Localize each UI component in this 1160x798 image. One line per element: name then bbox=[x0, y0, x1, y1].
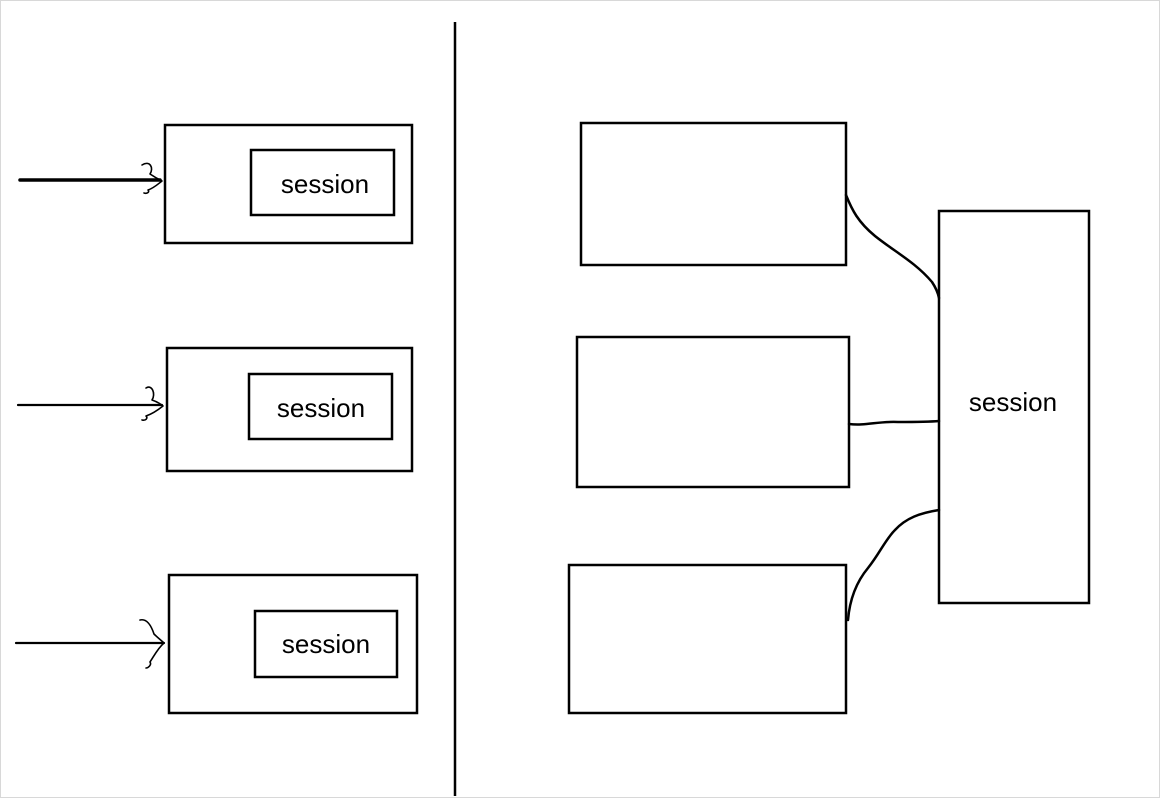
request-arrow-1 bbox=[18, 162, 163, 195]
shared-session-box: session bbox=[937, 209, 1091, 605]
session-box-2: session bbox=[247, 372, 394, 441]
session-label-3: session bbox=[282, 629, 370, 659]
right-panel: session bbox=[567, 121, 1091, 715]
session-label-2: session bbox=[277, 393, 365, 423]
request-arrow-3 bbox=[14, 618, 166, 669]
session-box-1: session bbox=[249, 148, 396, 217]
connector-2 bbox=[847, 419, 941, 426]
session-label-1: session bbox=[281, 169, 369, 199]
server-box-right-1 bbox=[579, 121, 848, 267]
connector-1 bbox=[844, 193, 941, 300]
request-arrow-2 bbox=[16, 386, 164, 421]
session-box-3: session bbox=[253, 609, 399, 679]
shared-session-label: session bbox=[969, 387, 1057, 417]
server-box-right-2 bbox=[575, 335, 851, 489]
server-box-1: session bbox=[163, 123, 414, 245]
server-box-3: session bbox=[167, 573, 419, 715]
server-box-2: session bbox=[165, 346, 414, 473]
connector-3 bbox=[846, 508, 941, 622]
left-panel: session session session bbox=[14, 123, 419, 715]
server-box-right-3 bbox=[567, 563, 848, 715]
